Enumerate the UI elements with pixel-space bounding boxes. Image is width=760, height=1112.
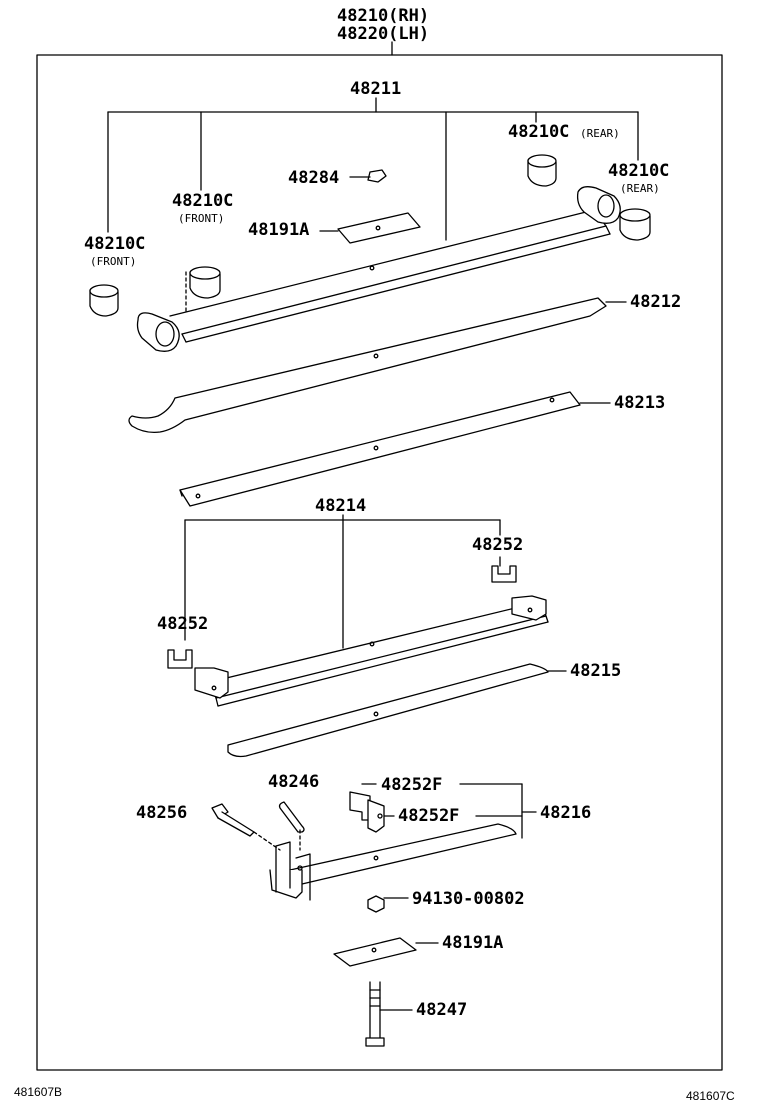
nut-48284 — [349, 169, 387, 183]
label-48252f-lower: 48252F — [398, 806, 460, 826]
label-48191a-lower: 48191A — [442, 933, 504, 953]
leaf-48213 — [179, 391, 611, 507]
label-48284: 48284 — [288, 168, 340, 188]
clip-48252-left — [167, 649, 193, 669]
plate-48191a-lower — [333, 937, 439, 967]
footer-code-left: 481607B — [14, 1085, 63, 1099]
label-48247: 48247 — [416, 1000, 468, 1020]
assembly-border — [36, 54, 723, 1071]
label-48214: 48214 — [315, 496, 367, 516]
title-lh: 48220(LH) — [337, 24, 430, 44]
label-48215: 48215 — [570, 661, 622, 681]
leader-48216 — [459, 783, 537, 839]
note-front-inner: (FRONT) — [178, 212, 225, 225]
label-48252-left: 48252 — [157, 614, 209, 634]
clip-48252f-lower — [367, 799, 395, 833]
label-48191a-upper: 48191A — [248, 220, 310, 240]
label-48252f-upper: 48252F — [381, 775, 443, 795]
note-rear-top: (REAR) — [580, 127, 620, 140]
label-48211: 48211 — [350, 79, 402, 99]
bushing-rear — [619, 208, 651, 241]
bushing-front-outer — [89, 284, 119, 317]
label-48246: 48246 — [268, 772, 320, 792]
plate-48191a-upper — [319, 212, 421, 244]
u-bolt-48247 — [365, 981, 413, 1047]
clip-48252f-upper — [349, 783, 377, 821]
bushing-rear-top — [527, 154, 557, 187]
label-48213: 48213 — [614, 393, 666, 413]
label-48210c-front-inner: 48210C — [172, 191, 234, 211]
leader-48211 — [107, 97, 639, 241]
pin-48246 — [278, 801, 305, 851]
leaf-48214 — [194, 595, 549, 707]
label-48210c-rear-top: 48210C — [508, 122, 570, 142]
label-48210c-rear: 48210C — [608, 161, 670, 181]
label-48256: 48256 — [136, 803, 188, 823]
leaf-48215 — [227, 663, 567, 758]
leader-48214 — [184, 514, 501, 649]
label-48212: 48212 — [630, 292, 682, 312]
nut-94130 — [367, 895, 409, 913]
title-rh: 48210(RH) — [337, 6, 430, 26]
label-94130: 94130-00802 — [412, 889, 525, 909]
note-rear: (REAR) — [620, 182, 660, 195]
main-leaf-48211 — [136, 186, 621, 352]
clip-48252-right — [491, 556, 517, 583]
leaf-48212 — [128, 297, 627, 434]
leaf-48216 — [269, 823, 517, 901]
bolt-48256 — [211, 803, 281, 851]
note-front-outer: (FRONT) — [90, 255, 137, 268]
label-48252-right: 48252 — [472, 535, 524, 555]
label-48210c-front-outer: 48210C — [84, 234, 146, 254]
footer-code-right: 481607C — [686, 1089, 735, 1103]
label-48216: 48216 — [540, 803, 592, 823]
